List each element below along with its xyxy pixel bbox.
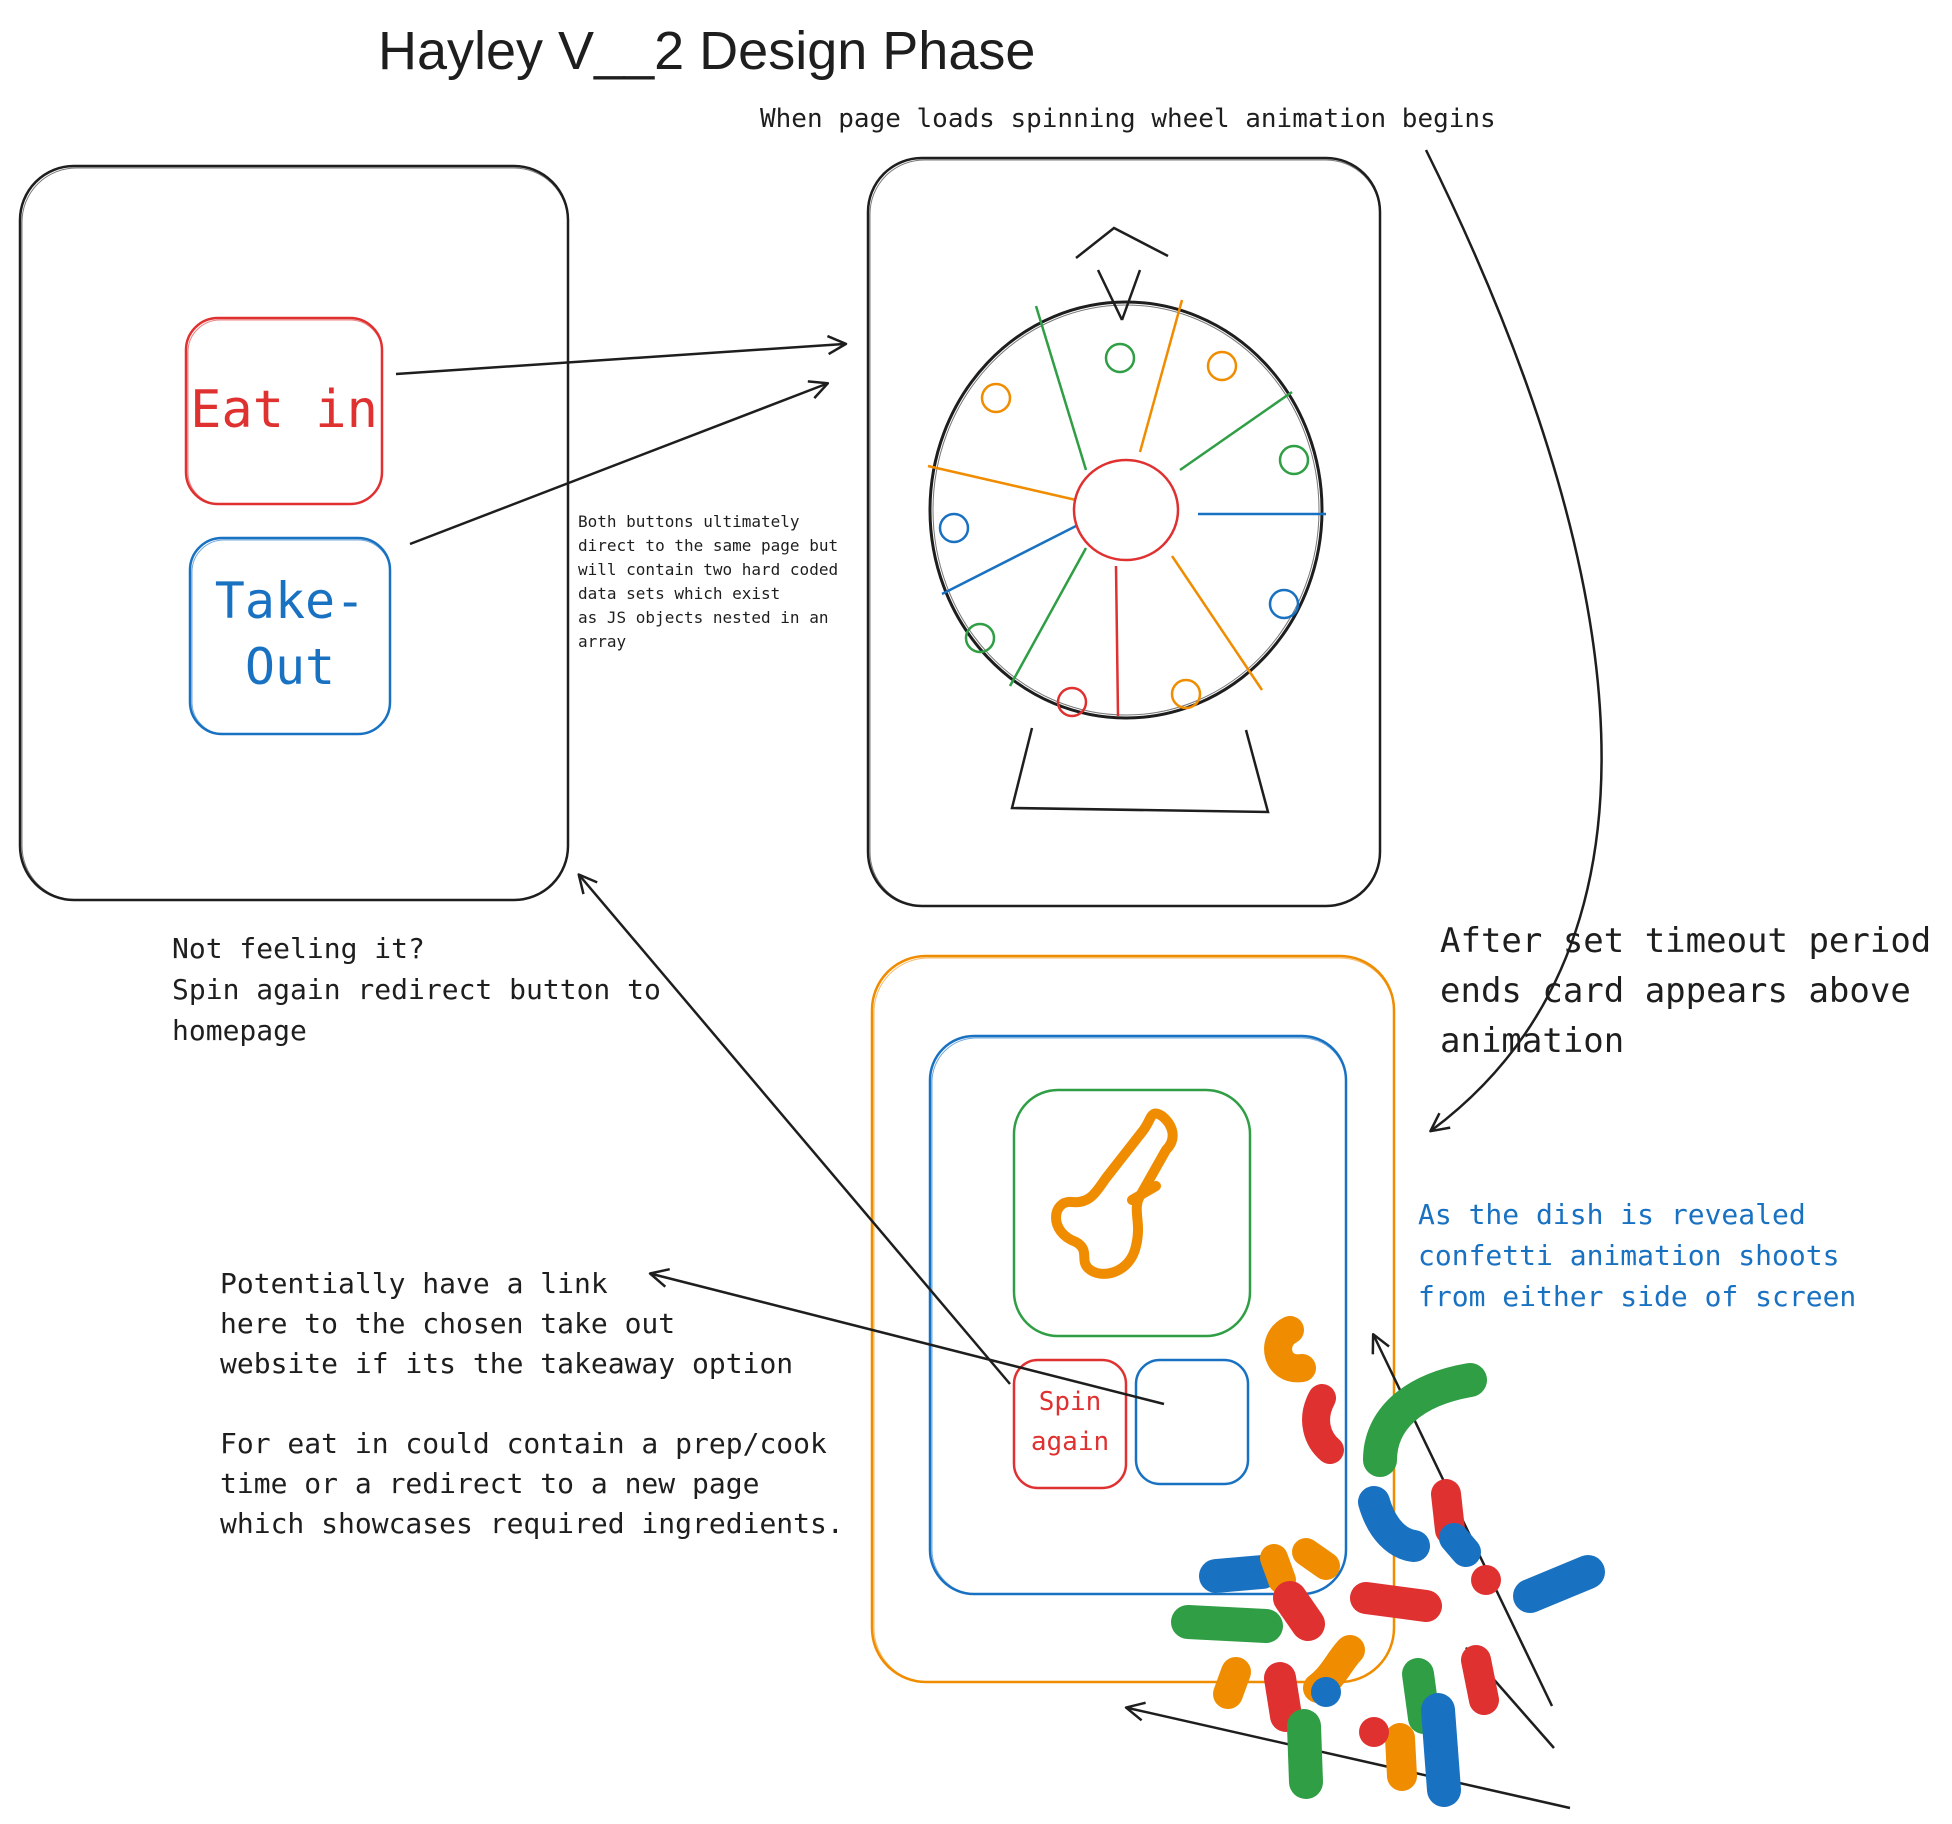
spin-again-note: Not feeling it? Spin again redirect butt… [172, 932, 661, 1047]
spinning-wheel [927, 299, 1326, 720]
confetti-note: As the dish is revealed confetti animati… [1418, 1198, 1857, 1313]
home-page-card [18, 164, 570, 902]
dish-card [928, 1034, 1348, 1596]
page-title: Hayley V__2 Design Phase [378, 21, 1036, 81]
confetti-arrow-3 [1124, 1701, 1571, 1810]
timeout-arrow [1424, 149, 1603, 1133]
dish-image-frame [1012, 1088, 1252, 1338]
spin-again-arrow [577, 873, 1011, 1385]
confetti-pile [1171, 1316, 1605, 1807]
takeout-link-button[interactable] [1134, 1358, 1250, 1486]
wheel-stand [1010, 727, 1270, 814]
page-load-note: When page loads spinning wheel animation… [760, 104, 1496, 134]
timeout-note: After set timeout period ends card appea… [1440, 921, 1932, 1061]
take-out-label: Take- Out [214, 572, 366, 696]
eat-in-label: Eat in [190, 380, 378, 440]
link-arrow [648, 1267, 1165, 1406]
eat-in-arrow [395, 334, 848, 376]
spin-again-button[interactable] [1012, 1358, 1128, 1490]
spin-again-label: Spin again [1030, 1387, 1110, 1457]
both-buttons-note: Both buttons ultimately direct to the sa… [578, 512, 839, 651]
take-out-arrow [409, 380, 830, 546]
wheel-pointer-icon [1075, 226, 1169, 321]
drumstick-icon [1051, 1108, 1178, 1279]
link-note: Potentially have a link here to the chos… [220, 1267, 844, 1540]
